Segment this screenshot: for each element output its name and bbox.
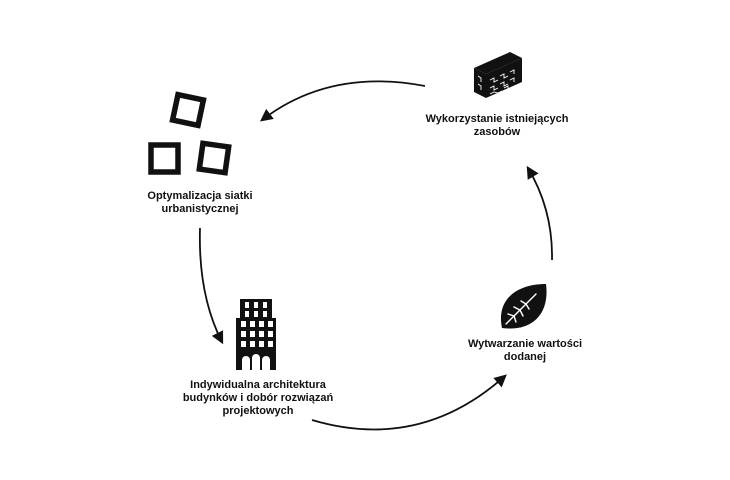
arrow-grid-to-architecture xyxy=(198,227,224,345)
squares-icon xyxy=(148,91,232,176)
square-right xyxy=(196,140,232,176)
node-label-grid: Optymalizacja siatki urbanistycznej xyxy=(147,190,253,215)
building-icon xyxy=(236,299,276,370)
brick-icon xyxy=(474,52,522,98)
arrow-architecture-to-value xyxy=(311,374,507,431)
leaf-icon xyxy=(500,284,547,329)
arrow-resources-to-grid xyxy=(259,80,426,122)
node-label-architecture: Indywidualna architektura budynków i dob… xyxy=(182,379,334,417)
node-label-value: Wytwarzanie wartości dodanej xyxy=(467,338,583,363)
node-label-resources: Wykorzystanie istniejących zasobów xyxy=(425,113,569,138)
square-left xyxy=(148,142,181,175)
arrow-value-to-resources xyxy=(526,165,553,261)
square-top xyxy=(169,91,207,129)
